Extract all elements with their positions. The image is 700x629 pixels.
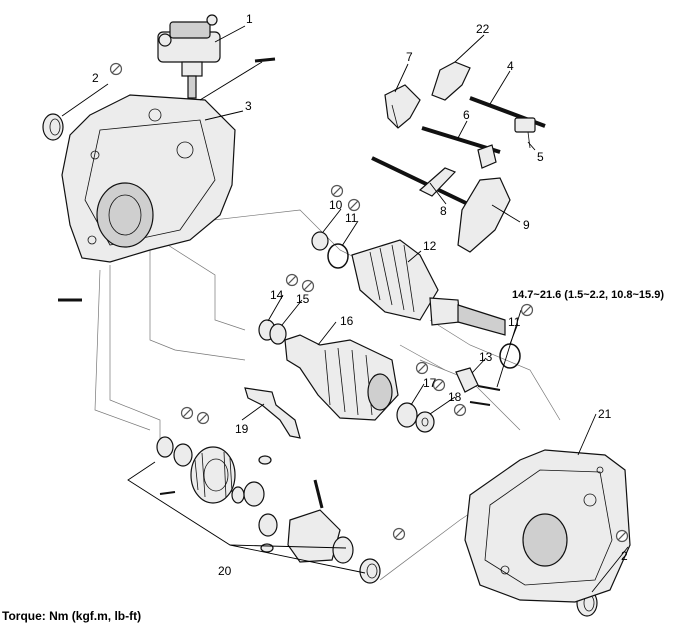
part-6-shift-rail (421, 126, 501, 169)
callout-11-lower: 11 (508, 315, 521, 329)
no-reuse-icon (196, 411, 210, 425)
part-seal-lower (359, 558, 381, 584)
no-reuse-icon (301, 279, 315, 293)
callout-11-upper: 11 (345, 211, 358, 225)
part-21-clutch-housing (464, 449, 631, 603)
callout-2-left: 2 (92, 71, 99, 85)
callout-5: 5 (537, 150, 544, 164)
part-10-snap-ring (311, 231, 329, 251)
callout-18: 18 (448, 390, 462, 404)
part-12-input-shaft (351, 239, 506, 336)
part-9-shift-fork (457, 177, 511, 253)
no-reuse-icon (520, 303, 534, 317)
callout-4: 4 (507, 59, 514, 73)
no-reuse-icon (415, 361, 429, 375)
torque-spec-label: 14.7~21.6 (1.5~2.2, 10.8~15.9) (512, 289, 664, 301)
part-1-shift-control (157, 14, 221, 108)
part-22-shift-fork (431, 61, 471, 101)
no-reuse-icon (347, 198, 361, 212)
callout-7: 7 (406, 50, 413, 64)
part-5-shift-lug (514, 117, 536, 149)
callout-16: 16 (340, 314, 354, 328)
callout-22: 22 (476, 22, 490, 36)
part-2-seal-left (42, 113, 64, 141)
callout-2-right: 2 (621, 549, 628, 563)
callout-8: 8 (440, 204, 447, 218)
no-reuse-icon (392, 527, 406, 541)
callout-17: 17 (423, 376, 437, 390)
callout-13: 13 (479, 350, 493, 364)
part-17-bearing (396, 402, 418, 428)
leader-lines (61, 25, 629, 593)
callout-1: 1 (246, 12, 253, 26)
part-11-ring-upper (327, 243, 349, 269)
callout-20: 20 (218, 564, 232, 578)
callout-10: 10 (329, 198, 343, 212)
part-8-shift-rail (371, 156, 471, 207)
part-7-shift-fork (384, 84, 421, 129)
bolt-top (254, 57, 276, 63)
no-reuse-icon (180, 406, 194, 420)
part-11-ring-lower (499, 343, 521, 369)
no-reuse-icon (615, 529, 629, 543)
callout-9: 9 (523, 218, 530, 232)
part-16-output-shaft (284, 334, 399, 421)
part-18-washer (415, 411, 435, 433)
no-reuse-icon (109, 62, 123, 76)
callout-19: 19 (235, 422, 249, 436)
part-3-transaxle-case (61, 94, 236, 263)
callout-3: 3 (245, 99, 252, 113)
part-13-bracket (455, 367, 501, 406)
part-20-differential (156, 436, 354, 564)
no-reuse-icon (330, 184, 344, 198)
torque-units-note: Torque: Nm (kgf.m, lb-ft) (2, 609, 141, 623)
part-15-bearing (269, 323, 287, 345)
callout-labels: 1 2 3 4 5 6 7 8 9 10 11 11 12 13 14 15 1… (2, 12, 664, 623)
no-reuse-icon (453, 403, 467, 417)
callout-21: 21 (598, 407, 612, 421)
callout-6: 6 (463, 108, 470, 122)
callout-12: 12 (423, 239, 437, 253)
callout-15: 15 (296, 292, 310, 306)
callout-14: 14 (270, 288, 284, 302)
part-19-oil-guide (244, 387, 301, 439)
no-reuse-icon (285, 273, 299, 287)
